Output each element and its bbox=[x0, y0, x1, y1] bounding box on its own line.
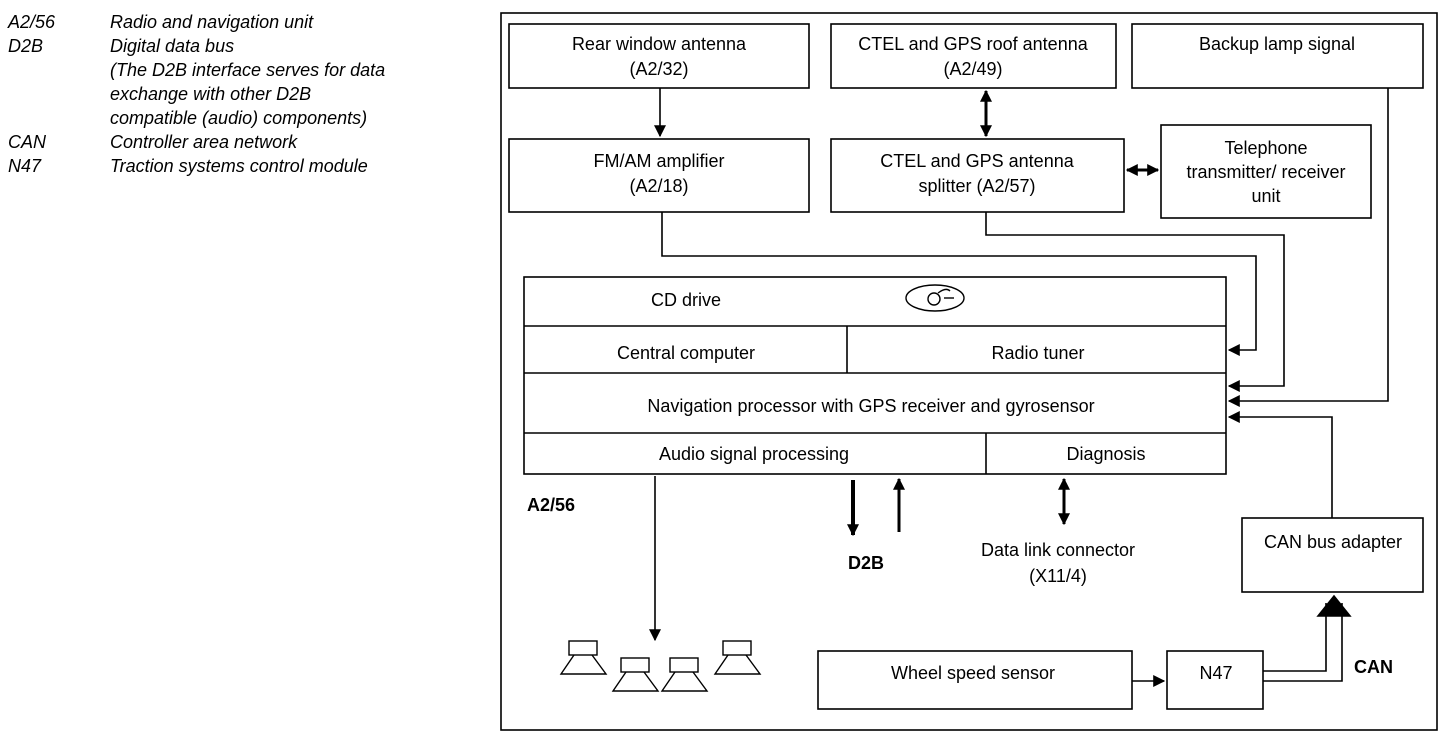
antenna-splitter-label: CTEL and GPS antenna bbox=[880, 151, 1074, 171]
line-splitter-to-nav bbox=[985, 212, 1285, 392]
telephone-unit-box bbox=[1160, 124, 1372, 219]
legend-desc: Traction systems control module bbox=[110, 156, 368, 176]
central-computer-label: Central computer bbox=[617, 343, 755, 363]
cd-disc-icon bbox=[905, 284, 965, 312]
fm-am-amplifier-box bbox=[508, 138, 810, 213]
wheel-speed-sensor-label: Wheel speed sensor bbox=[891, 663, 1055, 683]
legend: A2/56 Radio and navigation unit D2B Digi… bbox=[8, 10, 478, 178]
legend-item-can: CAN Controller area network bbox=[8, 130, 478, 154]
can-bus-adapter-box bbox=[1241, 517, 1424, 593]
telephone-label-3: unit bbox=[1251, 186, 1280, 206]
antenna-splitter-label-2: splitter (A2/57) bbox=[918, 176, 1035, 196]
antenna-splitter-box bbox=[830, 138, 1125, 213]
telephone-label-2: transmitter/ receiver bbox=[1186, 162, 1345, 182]
data-link-connector-code: (X11/4) bbox=[1029, 566, 1087, 586]
legend-note-line: (The D2B interface serves for data bbox=[110, 60, 386, 80]
speaker-icon bbox=[660, 657, 709, 692]
radio-navigation-unit bbox=[523, 276, 1227, 475]
legend-code: A2/56 bbox=[8, 12, 56, 32]
radio-tuner-label: Radio tuner bbox=[991, 343, 1084, 363]
roof-antenna-label: CTEL and GPS roof antenna bbox=[858, 34, 1088, 54]
line-can-adapter-to-nav bbox=[1227, 411, 1333, 518]
rear-window-antenna-box bbox=[508, 23, 810, 89]
line-backup-lamp-to-nav bbox=[1227, 88, 1389, 407]
cd-drive-label: CD drive bbox=[651, 290, 721, 310]
data-link-connector-label: Data link connector bbox=[981, 540, 1135, 560]
legend-desc: Controller area network bbox=[110, 132, 298, 152]
speaker-icon bbox=[559, 640, 608, 675]
legend-code: N47 bbox=[8, 156, 42, 176]
can-bus-arrowhead bbox=[1316, 594, 1352, 617]
nav-processor-label: Navigation processor with GPS receiver a… bbox=[647, 396, 1094, 416]
legend-note-line: compatible (audio) components) bbox=[110, 108, 368, 128]
telephone-label: Telephone bbox=[1224, 138, 1307, 158]
speaker-icon bbox=[713, 640, 762, 675]
line-amplifier-to-tuner bbox=[661, 212, 1257, 356]
wheel-speed-sensor-box bbox=[817, 650, 1133, 710]
legend-item-n47: N47 Traction systems control module bbox=[8, 154, 478, 178]
n47-label: N47 bbox=[1199, 663, 1232, 683]
rear-window-antenna-label: Rear window antenna bbox=[572, 34, 747, 54]
legend-item-d2b: D2B Digital data bus (The D2B interface … bbox=[8, 34, 478, 130]
legend-note-line: exchange with other D2B bbox=[110, 84, 312, 104]
legend-desc: Radio and navigation unit bbox=[110, 12, 314, 32]
can-bus-line bbox=[1263, 603, 1327, 672]
fm-am-amplifier-code: (A2/18) bbox=[629, 176, 688, 196]
backup-lamp-label: Backup lamp signal bbox=[1199, 34, 1355, 54]
diagnosis-label: Diagnosis bbox=[1066, 444, 1145, 464]
legend-code: D2B bbox=[8, 36, 44, 56]
d2b-label: D2B bbox=[848, 553, 884, 573]
diagram-frame bbox=[500, 12, 1438, 731]
n47-box bbox=[1166, 650, 1264, 710]
legend-desc: Digital data bus bbox=[110, 36, 235, 56]
audio-processing-label: Audio signal processing bbox=[659, 444, 849, 464]
roof-antenna-code: (A2/49) bbox=[943, 59, 1002, 79]
speaker-icon bbox=[611, 657, 660, 692]
roof-antenna-box bbox=[830, 23, 1117, 89]
legend-code: CAN bbox=[8, 132, 47, 152]
can-label: CAN bbox=[1354, 657, 1393, 677]
unit-code-label: A2/56 bbox=[527, 495, 575, 515]
can-bus-line bbox=[1263, 603, 1343, 682]
legend-item-a2-56: A2/56 Radio and navigation unit bbox=[8, 10, 478, 34]
backup-lamp-box bbox=[1131, 23, 1424, 89]
can-bus-adapter-label: CAN bus adapter bbox=[1264, 532, 1402, 552]
rear-window-antenna-code: (A2/32) bbox=[629, 59, 688, 79]
fm-am-amplifier-label: FM/AM amplifier bbox=[593, 151, 724, 171]
